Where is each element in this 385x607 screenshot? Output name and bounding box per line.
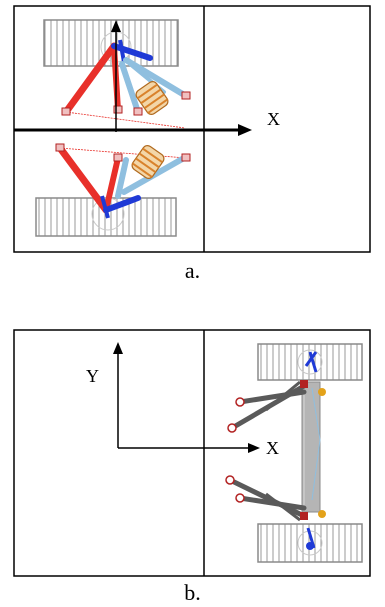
lower-red-arm: [56, 144, 110, 214]
upper-wheel: [43, 19, 179, 67]
panel-b-x-label: X: [266, 438, 279, 458]
panel-b-upper-upright: [308, 351, 318, 373]
lower-suspension-assembly: [55, 143, 191, 219]
panel-b: X Y: [13, 329, 371, 577]
caption-b: b.: [184, 580, 201, 605]
panel-a: X: [13, 5, 371, 253]
panel-b-upper-wheel: [257, 343, 363, 381]
upper-arm-red: [62, 42, 118, 116]
panel-b-axes: X Y: [86, 342, 279, 458]
panel-b-lower-links: [225, 475, 326, 522]
spring-shock: [135, 81, 169, 115]
strut-light-blue: [123, 57, 189, 99]
caption-a: a.: [184, 258, 201, 283]
upper-suspension-assembly: [61, 39, 191, 129]
panel-b-frame: [13, 329, 371, 577]
panel-b-axle: [301, 381, 321, 513]
panel-b-upper-links: [227, 380, 326, 433]
panel-a-axes: X: [14, 20, 280, 136]
panel-b-y-label: Y: [86, 366, 99, 386]
panel-a-x-label: X: [267, 109, 280, 129]
lower-blue-arm: [103, 195, 141, 213]
